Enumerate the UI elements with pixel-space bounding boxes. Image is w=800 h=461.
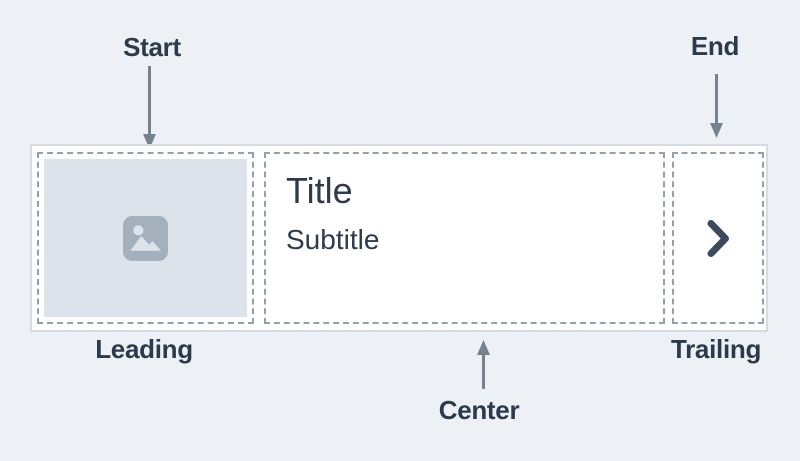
leading-slot [37, 152, 254, 324]
chevron-right-icon [705, 218, 732, 259]
arrow-up-icon [475, 339, 492, 389]
subtitle-text: Subtitle [286, 224, 380, 256]
end-label: End [690, 31, 740, 61]
image-icon [123, 215, 168, 261]
trailing-slot [672, 152, 764, 324]
leading-label: Leading [95, 334, 193, 364]
title-text: Title [286, 170, 353, 211]
arrow-down-icon [708, 74, 725, 139]
arrow-down-icon [141, 66, 158, 150]
thumbnail-placeholder [44, 159, 247, 317]
center-slot: Title Subtitle [264, 152, 665, 324]
list-item[interactable]: Title Subtitle [30, 144, 768, 332]
center-label: Center [438, 395, 520, 425]
start-label: Start [123, 32, 181, 62]
trailing-label: Trailing [670, 334, 762, 364]
